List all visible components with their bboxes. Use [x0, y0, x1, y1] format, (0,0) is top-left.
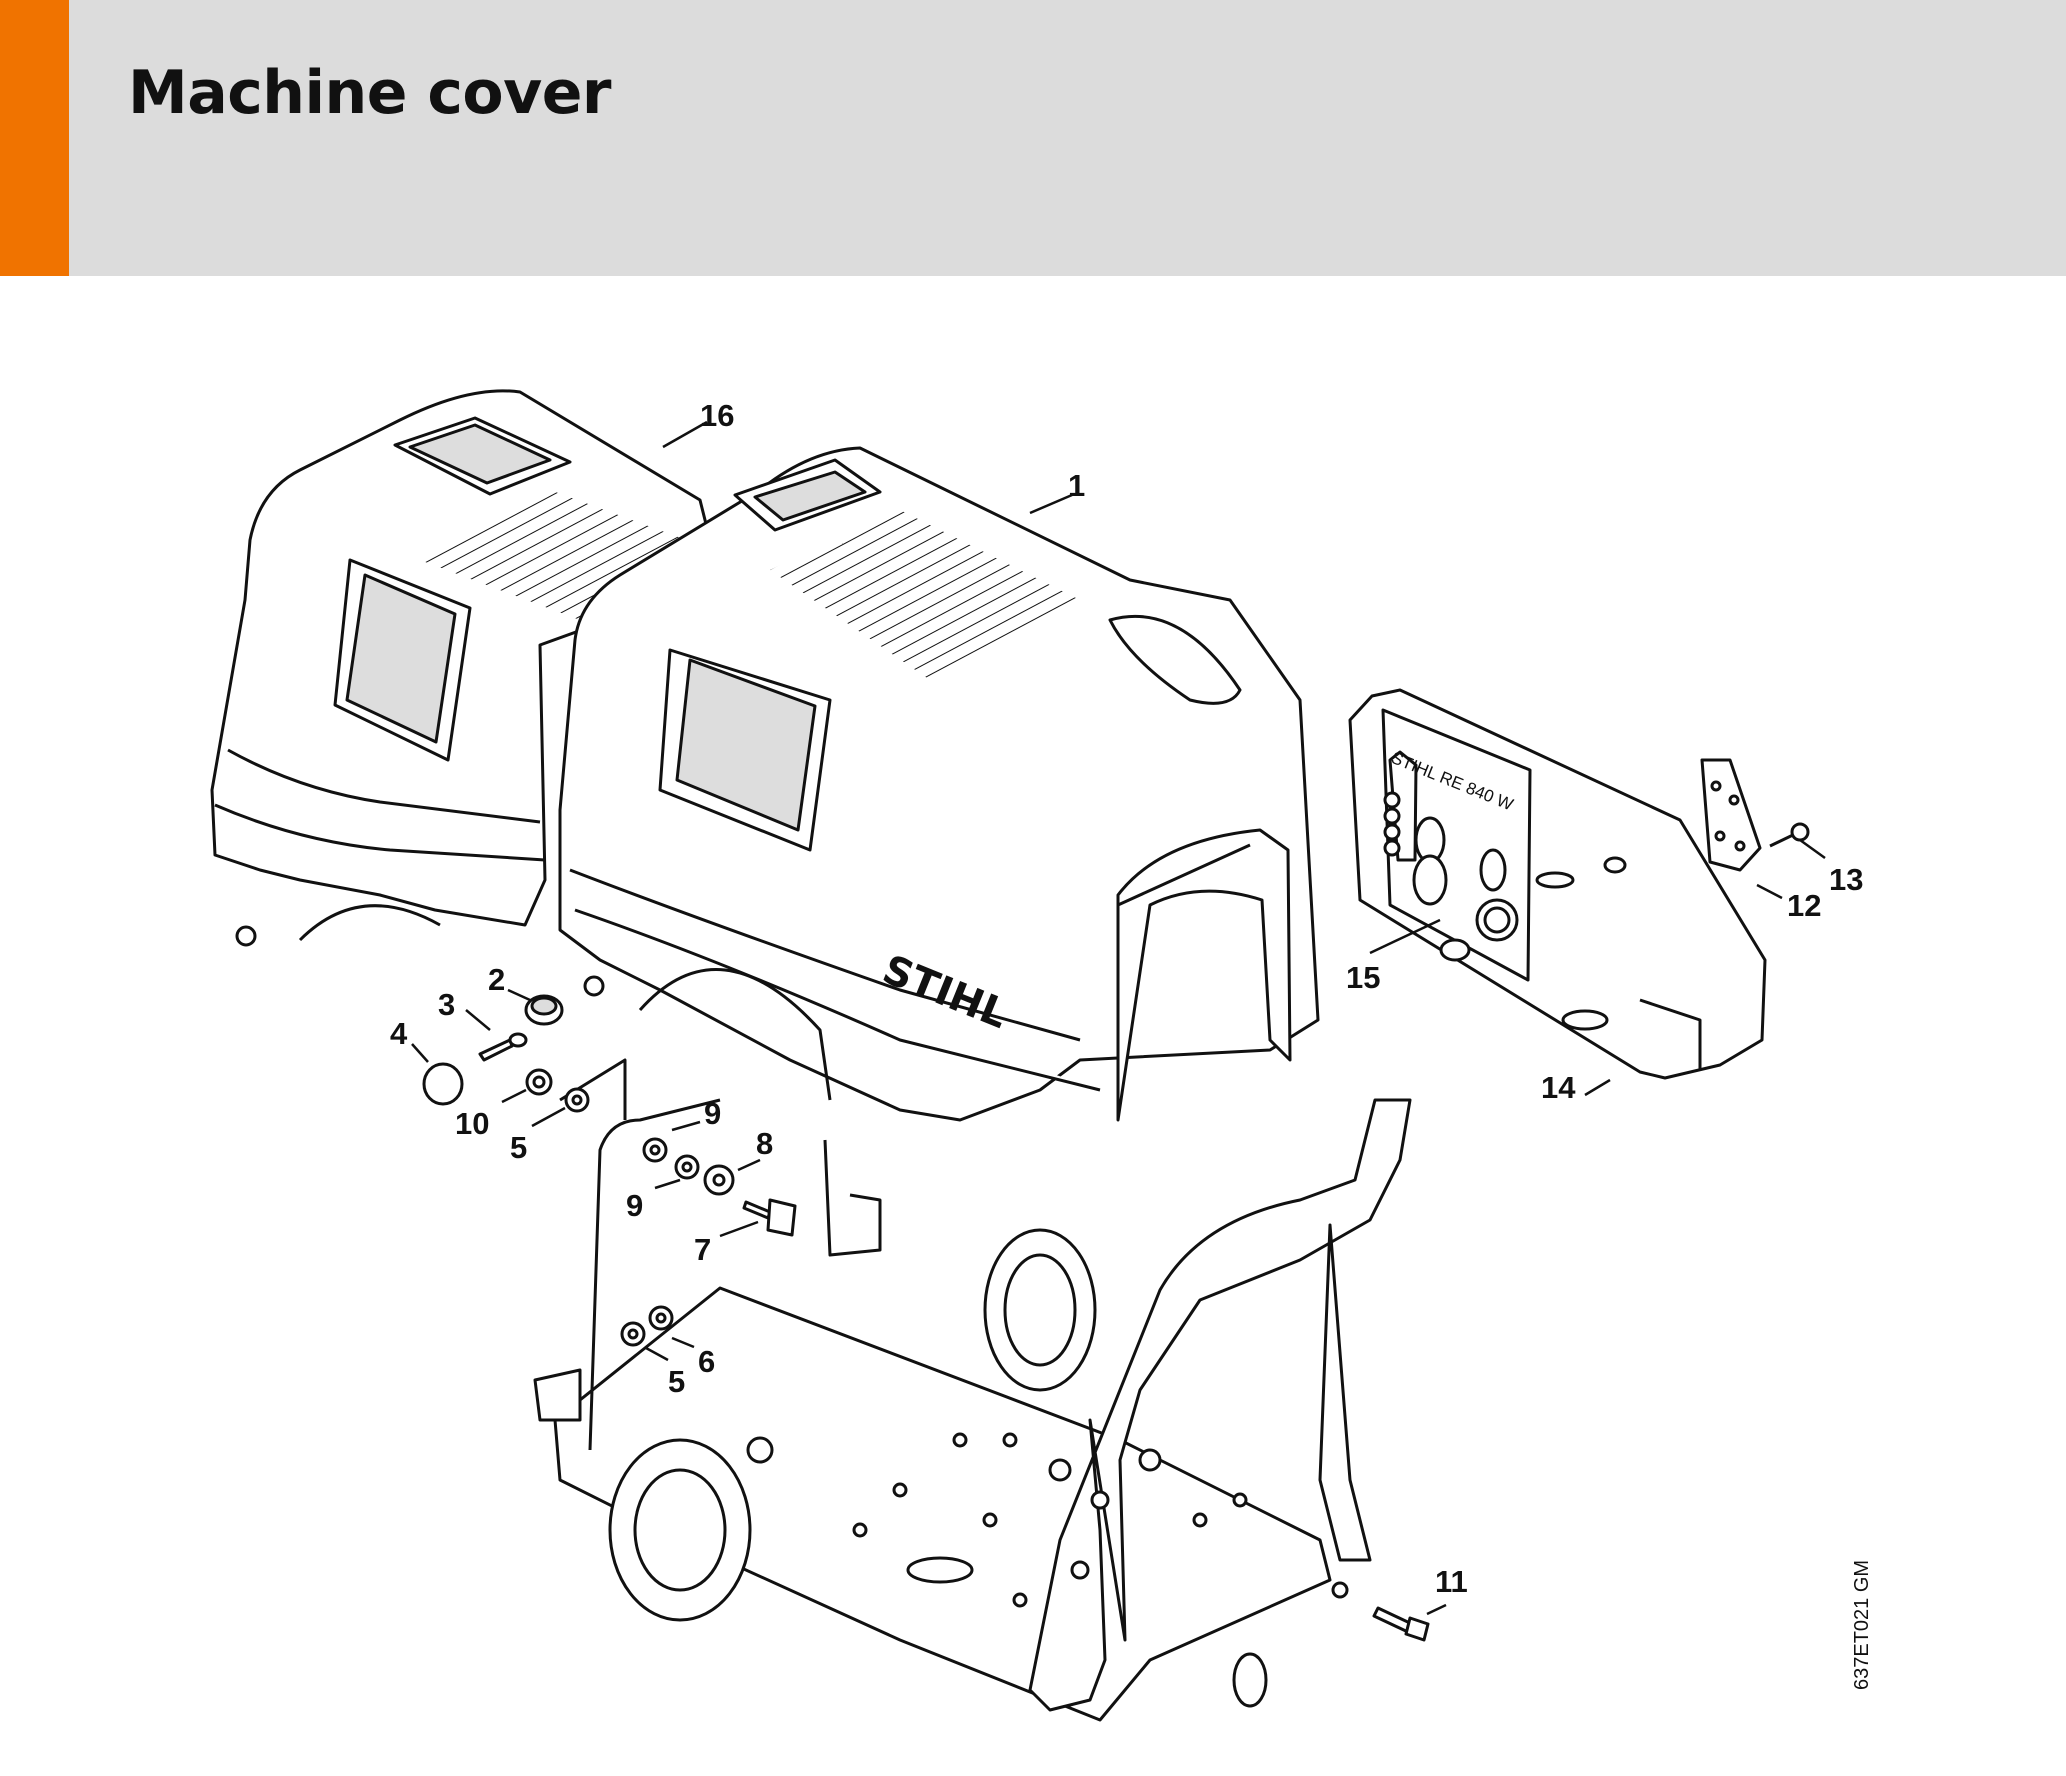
callout-13: 13: [1829, 862, 1863, 897]
nut-6-part: [648, 1305, 674, 1331]
callout-1: 1: [1068, 468, 1085, 503]
washer-5-part: [564, 1087, 590, 1113]
cap-4-part: [422, 1062, 464, 1106]
screw-11-part: [1372, 1606, 1430, 1642]
washer-5b-part: [620, 1321, 646, 1347]
exploded-parts-diagram: STIHL STIHL RE 840 W: [210, 389, 1873, 1722]
callout-14: 14: [1541, 1070, 1576, 1105]
callouts: 16 1 2 3 4 10 5 9 8 9 7 6 5 15 14 12 13 …: [390, 398, 1863, 1599]
callout-16: 16: [700, 398, 734, 433]
page-title: Machine cover: [128, 58, 612, 128]
control-panel-part: STIHL RE 840 W: [1348, 688, 1767, 1080]
header-band: [0, 0, 2066, 276]
callout-6: 6: [698, 1344, 715, 1379]
callout-5b: 5: [668, 1364, 685, 1399]
callout-8: 8: [756, 1126, 773, 1161]
accent-bar: [0, 0, 69, 276]
frame-part: [533, 1058, 1412, 1722]
callout-4: 4: [390, 1016, 408, 1051]
callout-2: 2: [488, 962, 505, 997]
rear-cover-part: [210, 389, 722, 947]
callout-15: 15: [1346, 960, 1380, 995]
front-cover-part: STIHL: [558, 446, 1320, 1122]
nut-10-part: [525, 1068, 553, 1096]
callout-12: 12: [1787, 888, 1821, 923]
callout-10: 10: [455, 1106, 489, 1141]
bracket-part: [1700, 758, 1762, 872]
nut-9-part: [642, 1137, 700, 1180]
callout-11: 11: [1435, 1564, 1468, 1599]
leader-lines: [411, 420, 1826, 1616]
callout-9: 9: [704, 1096, 721, 1131]
callout-9b: 9: [626, 1188, 643, 1223]
bolt-7-part: [742, 1198, 797, 1237]
washer-8-part: [703, 1164, 735, 1196]
callout-5: 5: [510, 1130, 527, 1165]
callout-3: 3: [438, 987, 455, 1022]
screw-3-part: [478, 1032, 528, 1062]
drawing-code: 637ET021 GM: [1851, 1560, 1873, 1690]
screw-2-part: [524, 994, 564, 1026]
callout-7: 7: [694, 1232, 711, 1267]
